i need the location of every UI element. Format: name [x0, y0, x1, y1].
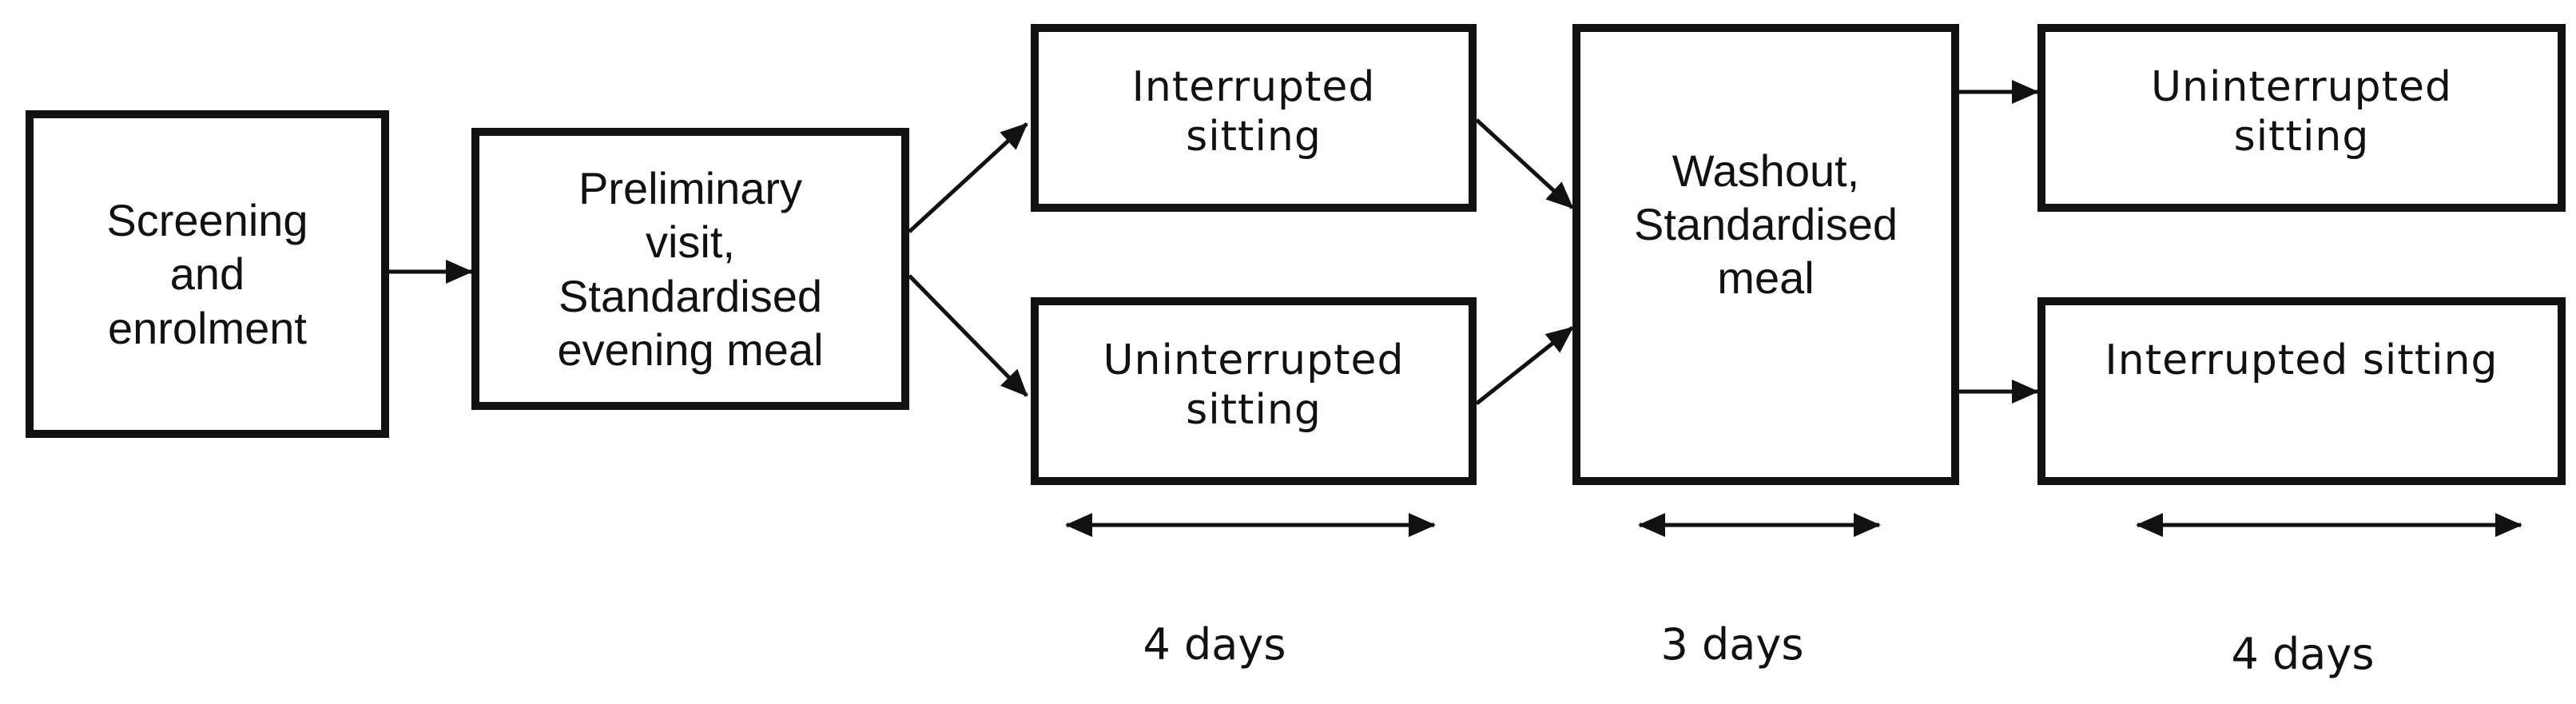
- screening-box: Screening and enrolment: [26, 110, 389, 438]
- arrow-uninterrupted-to-washout: [1475, 326, 1574, 405]
- arrow-preliminary-to-interrupted: [908, 122, 1028, 233]
- arrow-interrupted-to-washout: [1475, 118, 1574, 209]
- duration-label-period1: 4 days: [1143, 619, 1286, 670]
- duration-label-period2: 4 days: [2231, 629, 2375, 679]
- preliminary-visit-box: Preliminary visit, Standardised evening …: [471, 128, 909, 410]
- screening-label: Screening and enrolment: [106, 195, 308, 353]
- period2-interrupted-label: Interrupted sitting: [2105, 336, 2498, 384]
- period2-uninterrupted-box: Uninterrupted sitting: [2037, 24, 2566, 212]
- period2-interrupted-box: Interrupted sitting: [2037, 297, 2566, 485]
- period1-interrupted-label: Interrupted sitting: [1131, 63, 1376, 161]
- washout-label: Washout, Standardised meal: [1633, 145, 1898, 304]
- period1-interrupted-box: Interrupted sitting: [1031, 24, 1477, 212]
- period2-uninterrupted-label: Uninterrupted sitting: [2151, 63, 2452, 161]
- preliminary-visit-label: Preliminary visit, Standardised evening …: [557, 163, 824, 375]
- period1-uninterrupted-label: Uninterrupted sitting: [1103, 336, 1405, 435]
- duration-label-washout: 3 days: [1660, 619, 1804, 670]
- washout-box: Washout, Standardised meal: [1572, 24, 1959, 485]
- period1-uninterrupted-box: Uninterrupted sitting: [1031, 297, 1477, 485]
- arrow-preliminary-to-uninterrupted: [908, 274, 1028, 397]
